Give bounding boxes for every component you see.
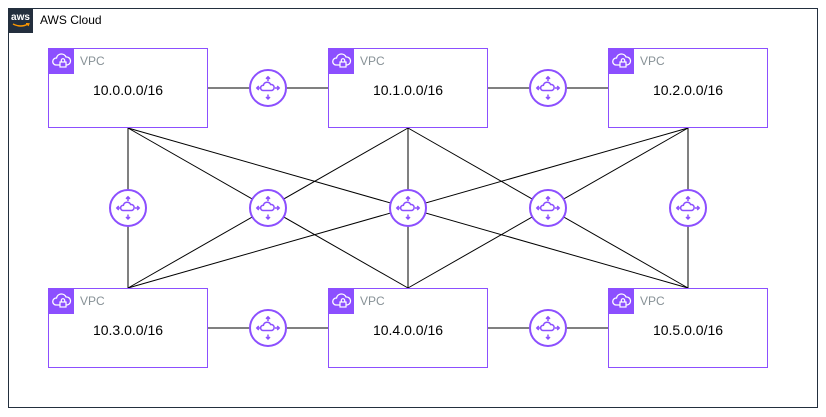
vpc-cidr: 10.0.0.0/16	[92, 82, 164, 98]
vpc-icon	[329, 49, 354, 74]
peering-router-icon[interactable]	[248, 308, 288, 348]
vpc-icon	[609, 49, 634, 74]
vpc-label: VPC	[360, 54, 385, 68]
peering-router-icon[interactable]	[528, 308, 568, 348]
vpc-cidr: 10.4.0.0/16	[372, 322, 444, 338]
vpc-cidr: 10.3.0.0/16	[92, 322, 164, 338]
aws-cloud-label: AWS Cloud	[40, 13, 102, 27]
vpc-box[interactable]: VPC 10.3.0.0/16	[48, 288, 208, 368]
aws-smile-icon	[12, 23, 30, 27]
vpc-box[interactable]: VPC 10.4.0.0/16	[328, 288, 488, 368]
vpc-cidr: 10.2.0.0/16	[652, 82, 724, 98]
vpc-box[interactable]: VPC 10.0.0.0/16	[48, 48, 208, 128]
vpc-label: VPC	[80, 54, 105, 68]
vpc-icon	[49, 289, 74, 314]
vpc-label: VPC	[360, 294, 385, 308]
vpc-icon	[49, 49, 74, 74]
vpc-icon	[329, 289, 354, 314]
vpc-label: VPC	[640, 294, 665, 308]
vpc-box[interactable]: VPC 10.2.0.0/16	[608, 48, 768, 128]
vpc-box[interactable]: VPC 10.5.0.0/16	[608, 288, 768, 368]
vpc-label: VPC	[640, 54, 665, 68]
aws-logo: aws	[8, 8, 33, 33]
peering-router-icon[interactable]	[248, 188, 288, 228]
peering-router-icon[interactable]	[528, 68, 568, 108]
peering-router-icon[interactable]	[108, 188, 148, 228]
peering-router-icon[interactable]	[668, 188, 708, 228]
vpc-box[interactable]: VPC 10.1.0.0/16	[328, 48, 488, 128]
aws-cloud-group	[8, 8, 818, 408]
vpc-cidr: 10.5.0.0/16	[652, 322, 724, 338]
vpc-cidr: 10.1.0.0/16	[372, 82, 444, 98]
vpc-label: VPC	[80, 294, 105, 308]
peering-router-icon[interactable]	[528, 188, 568, 228]
aws-logo-text: aws	[11, 12, 30, 23]
vpc-icon	[609, 289, 634, 314]
peering-router-icon[interactable]	[388, 188, 428, 228]
peering-router-icon[interactable]	[248, 68, 288, 108]
